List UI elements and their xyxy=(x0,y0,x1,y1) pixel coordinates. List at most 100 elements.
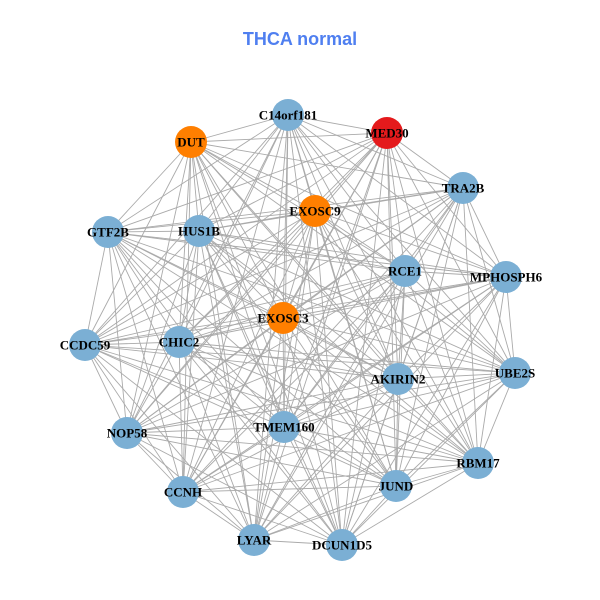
node-label: HUS1B xyxy=(178,224,220,239)
edge xyxy=(84,132,388,346)
edge xyxy=(107,231,128,434)
edge xyxy=(107,231,184,493)
node-circle[interactable] xyxy=(167,476,199,508)
node-exosc3[interactable]: EXOSC3 xyxy=(257,302,309,334)
edge xyxy=(107,187,464,233)
edge xyxy=(107,231,343,546)
edge xyxy=(282,317,399,380)
edge xyxy=(182,230,200,493)
edge xyxy=(84,344,479,464)
node-circle[interactable] xyxy=(267,302,299,334)
edge xyxy=(198,230,285,428)
node-c14orf181[interactable]: C14orf181 xyxy=(259,99,318,131)
node-chic2[interactable]: CHIC2 xyxy=(159,326,199,358)
node-ccdc59[interactable]: CCDC59 xyxy=(60,329,111,361)
node-dut[interactable]: DUT xyxy=(175,126,207,158)
edge-layer xyxy=(84,114,516,546)
edge xyxy=(282,317,516,374)
edge xyxy=(84,270,406,346)
edge xyxy=(126,341,180,434)
node-med30[interactable]: MED30 xyxy=(365,117,409,149)
node-circle[interactable] xyxy=(371,117,403,149)
edge xyxy=(198,210,316,232)
edge xyxy=(198,230,516,374)
node-ccnh[interactable]: CCNH xyxy=(164,476,202,508)
edge xyxy=(253,132,388,541)
edge xyxy=(190,141,255,541)
edge xyxy=(107,231,516,374)
node-circle[interactable] xyxy=(382,363,414,395)
node-label: EXOSC9 xyxy=(289,204,341,219)
edge xyxy=(126,270,406,434)
edge xyxy=(178,317,284,343)
node-label: DCUN1D5 xyxy=(312,538,372,553)
node-circle[interactable] xyxy=(163,326,195,358)
node-nop58[interactable]: NOP58 xyxy=(107,417,148,449)
chart-title: THCA normal xyxy=(242,29,358,49)
edge xyxy=(505,276,516,374)
node-circle[interactable] xyxy=(268,411,300,443)
edge xyxy=(282,210,316,319)
node-lyar[interactable]: LYAR xyxy=(237,524,272,556)
edge xyxy=(84,141,192,346)
node-circle[interactable] xyxy=(389,255,421,287)
node-exosc9[interactable]: EXOSC9 xyxy=(289,195,341,227)
node-akirin2[interactable]: AKIRIN2 xyxy=(371,363,426,395)
edge xyxy=(126,141,192,434)
edge xyxy=(283,378,399,428)
node-circle[interactable] xyxy=(447,172,479,204)
node-circle[interactable] xyxy=(299,195,331,227)
node-circle[interactable] xyxy=(175,126,207,158)
node-tmem160[interactable]: TMEM160 xyxy=(253,411,315,443)
edge xyxy=(395,372,516,487)
edge xyxy=(178,230,200,343)
node-circle[interactable] xyxy=(490,261,522,293)
edge xyxy=(126,432,397,487)
node-circle[interactable] xyxy=(183,215,215,247)
node-label: RCE1 xyxy=(388,264,422,279)
edge xyxy=(253,372,516,541)
edge xyxy=(126,210,316,434)
node-rce1[interactable]: RCE1 xyxy=(388,255,422,287)
node-rbm17[interactable]: RBM17 xyxy=(456,447,500,479)
edge xyxy=(126,132,388,434)
edge xyxy=(190,141,316,212)
edge xyxy=(282,317,343,546)
node-jund[interactable]: JUND xyxy=(379,470,414,502)
edge xyxy=(397,276,507,380)
edge xyxy=(198,230,255,541)
node-circle[interactable] xyxy=(69,329,101,361)
edge xyxy=(126,432,343,546)
node-circle[interactable] xyxy=(92,216,124,248)
node-dcun1d5[interactable]: DCUN1D5 xyxy=(312,529,372,561)
node-circle[interactable] xyxy=(380,470,412,502)
edge xyxy=(462,187,479,464)
edge xyxy=(287,114,464,189)
edge xyxy=(397,378,479,464)
node-label: LYAR xyxy=(237,533,272,548)
edge xyxy=(283,426,343,546)
node-circle[interactable] xyxy=(272,99,304,131)
node-circle[interactable] xyxy=(499,357,531,389)
node-circle[interactable] xyxy=(111,417,143,449)
edge xyxy=(386,132,516,374)
node-hus1b[interactable]: HUS1B xyxy=(178,215,220,247)
edge xyxy=(84,344,399,380)
node-ube2s[interactable]: UBE2S xyxy=(495,357,535,389)
node-label: GTF2B xyxy=(87,225,129,240)
edge xyxy=(84,230,200,346)
edge xyxy=(404,270,507,278)
node-circle[interactable] xyxy=(238,524,270,556)
node-mphosph6[interactable]: MPHOSPH6 xyxy=(470,261,543,293)
edge xyxy=(395,187,464,487)
edge xyxy=(178,341,184,493)
edge xyxy=(386,132,397,487)
node-circle[interactable] xyxy=(326,529,358,561)
node-circle[interactable] xyxy=(462,447,494,479)
edge xyxy=(190,141,399,380)
node-tra2b[interactable]: TRA2B xyxy=(442,172,485,204)
edge xyxy=(126,372,516,434)
node-gtf2b[interactable]: GTF2B xyxy=(87,216,129,248)
edge xyxy=(84,344,516,374)
